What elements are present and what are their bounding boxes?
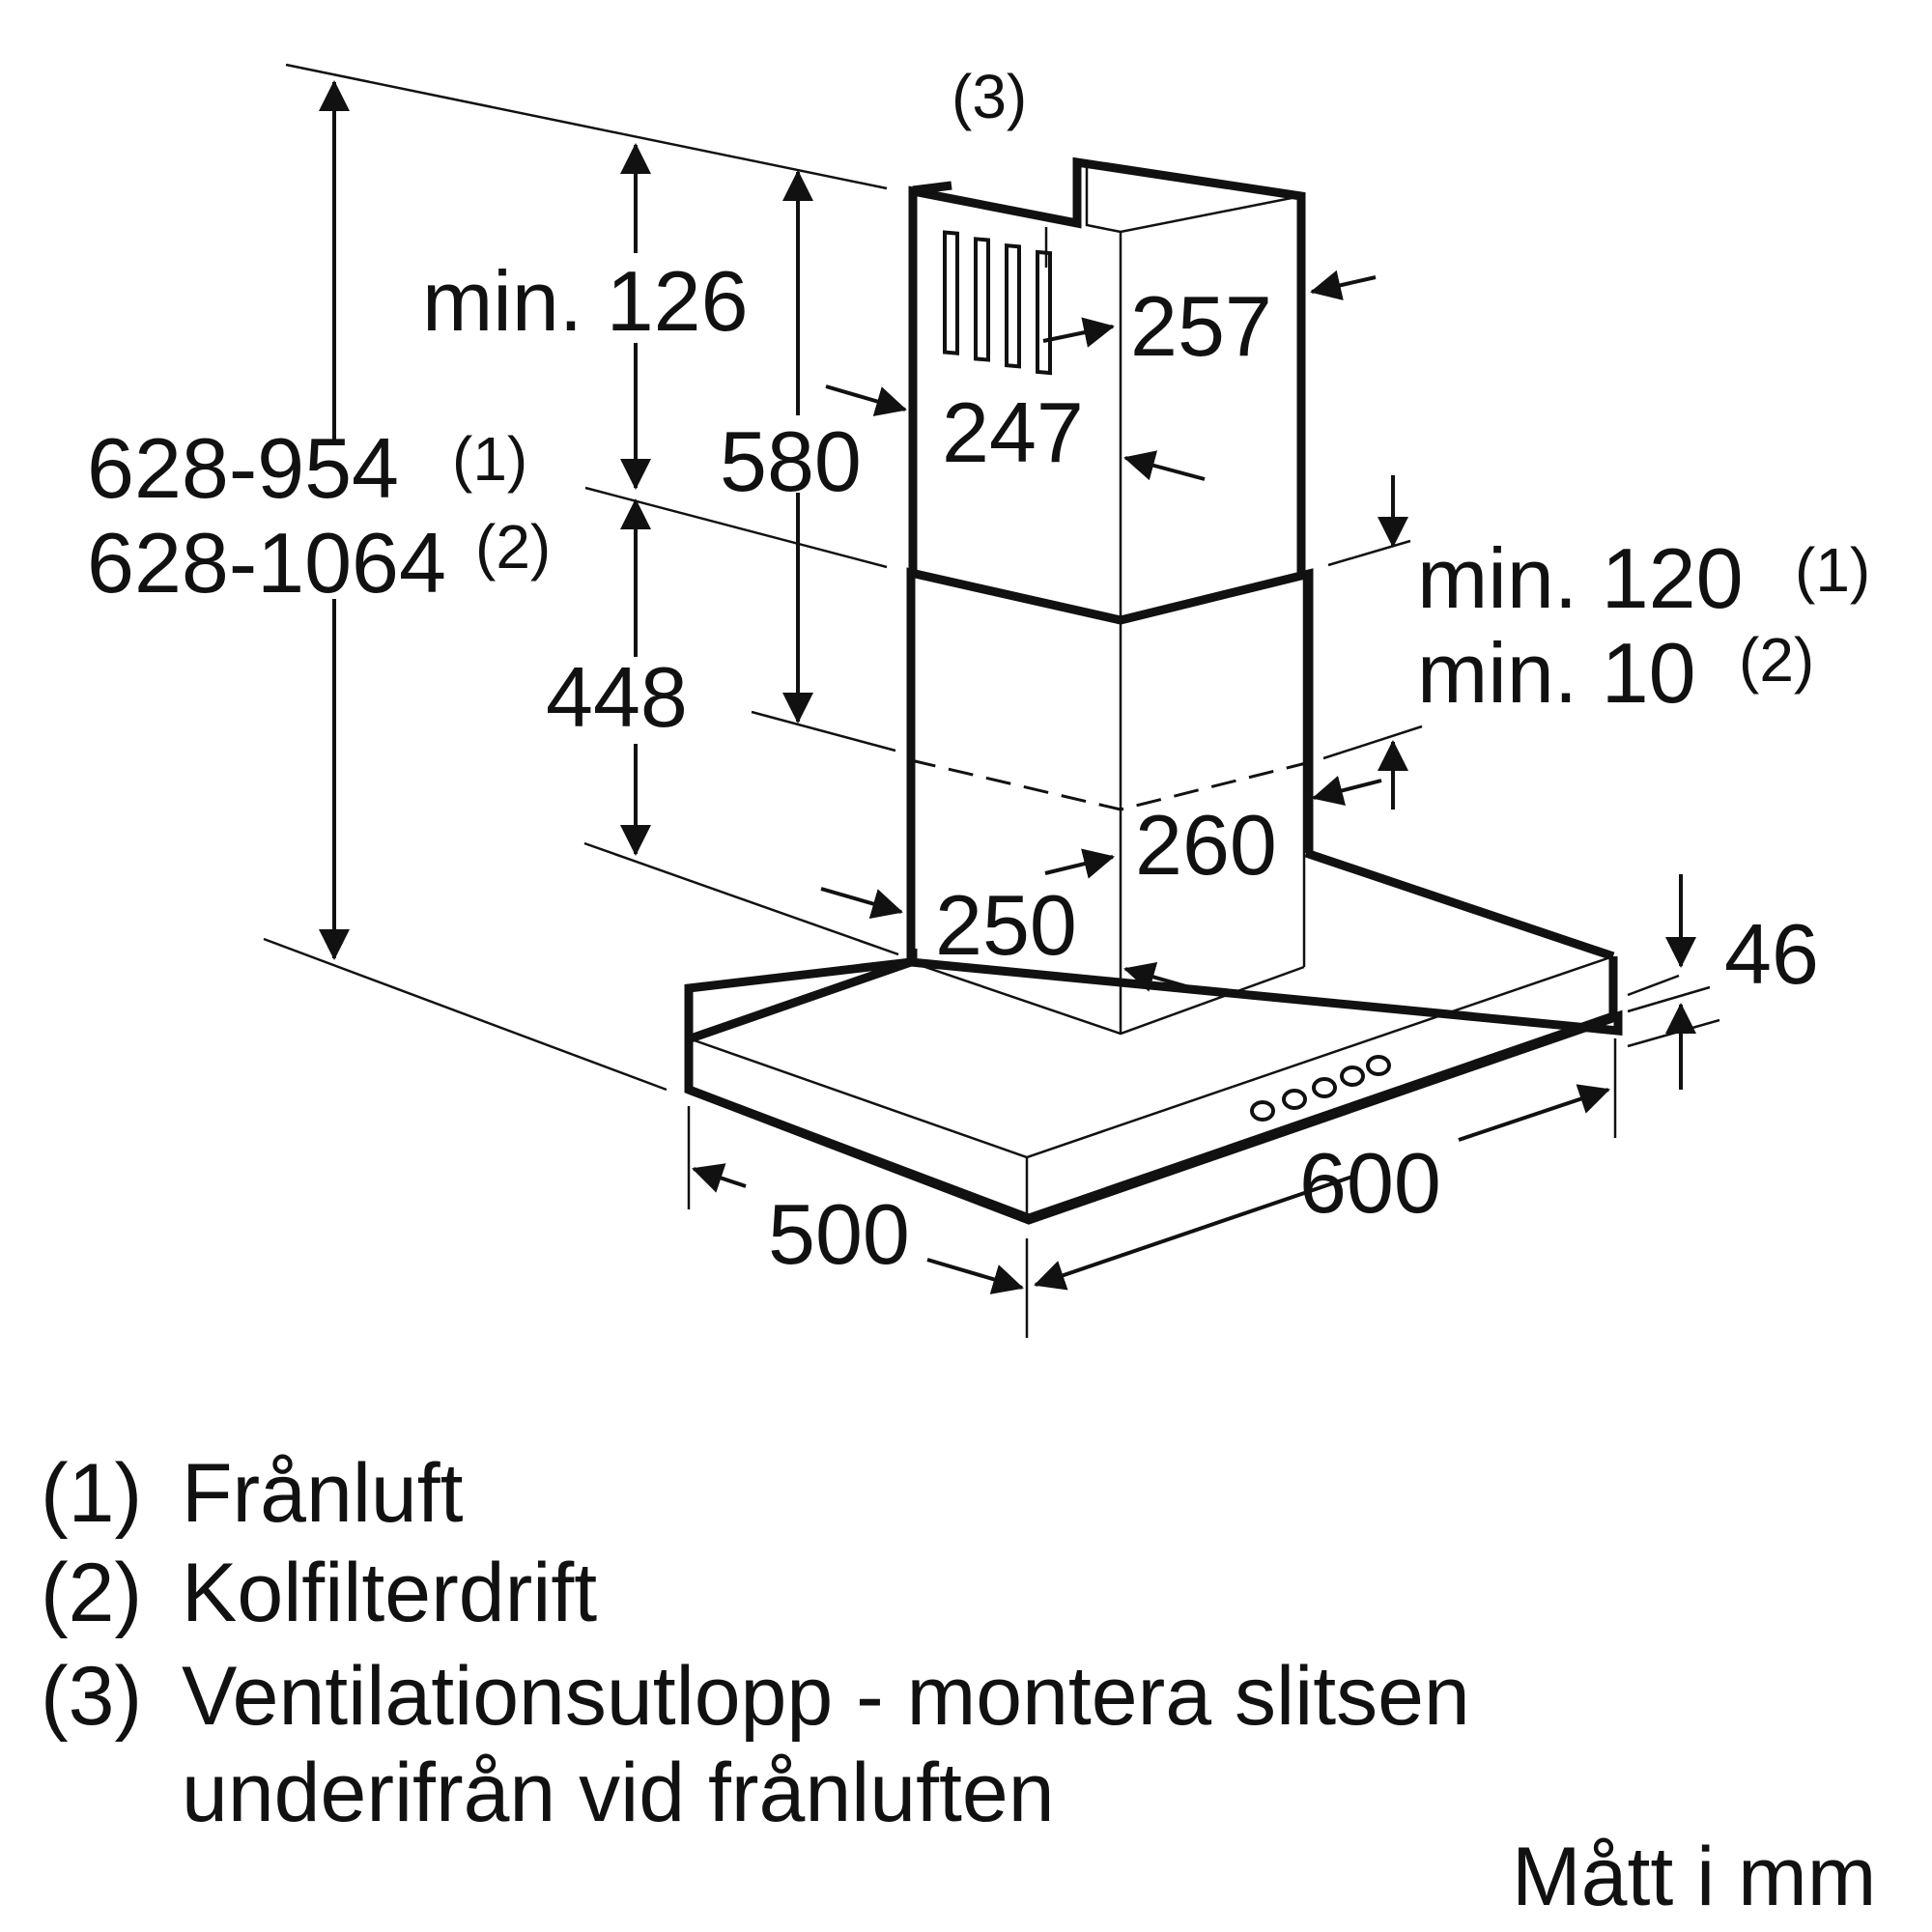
chimney-580-label: 580 [720,413,862,509]
upper-depth-label: 247 [942,384,1084,480]
canopy-height-label: 46 [1724,906,1819,1002]
canopy [684,957,1623,1225]
vent-slots [943,230,1052,376]
control-buttons [1250,1055,1391,1122]
footnote-1-text: Frånluft [182,1447,464,1540]
hood-outline [684,156,1623,1225]
min-10-note: (2) [1739,625,1814,695]
upper-chimney [908,156,1306,578]
vent-callout-label: (3) [952,62,1027,131]
units-note: Mått i mm [1512,1831,1876,1923]
min-10-label: min. 10 [1417,625,1696,721]
footnote-3-text: Ventilationsutlopp - montera slitsen [182,1650,1470,1743]
canopy-width-label: 600 [1299,1135,1441,1231]
footnote-3-continuation: underifrån vid frånluften [182,1747,1055,1839]
min-120-note: (1) [1795,535,1870,605]
lower-depth-label: 250 [935,877,1077,973]
footnote-2-number: (2) [41,1547,142,1639]
canopy-depth-label: 500 [768,1186,910,1282]
lower-width-label: 260 [1135,797,1277,893]
height-range-1-note: (1) [452,424,527,494]
height-range-2-note: (2) [475,512,551,582]
dimension-labels: 628-954 (1) 628-1064 (2) min. 126 580 44… [87,62,1870,1282]
dimension-arrows [319,80,1696,1294]
height-range-1-label: 628-954 [87,420,399,516]
min-126-label: min. 126 [422,253,749,349]
upper-width-label: 257 [1130,278,1272,374]
telescope-dashed-line [910,758,1307,811]
footnote-1-number: (1) [41,1447,142,1540]
min-120-label: min. 120 [1417,530,1744,626]
chimney-448-label: 448 [546,649,688,745]
footnotes: (1) Frånluft (2) Kolfilterdrift (3) Vent… [41,1447,1470,1839]
height-range-2-label: 628-1064 [87,515,446,611]
footnote-2-text: Kolfilterdrift [182,1547,597,1639]
footnote-3-number: (3) [41,1650,142,1743]
